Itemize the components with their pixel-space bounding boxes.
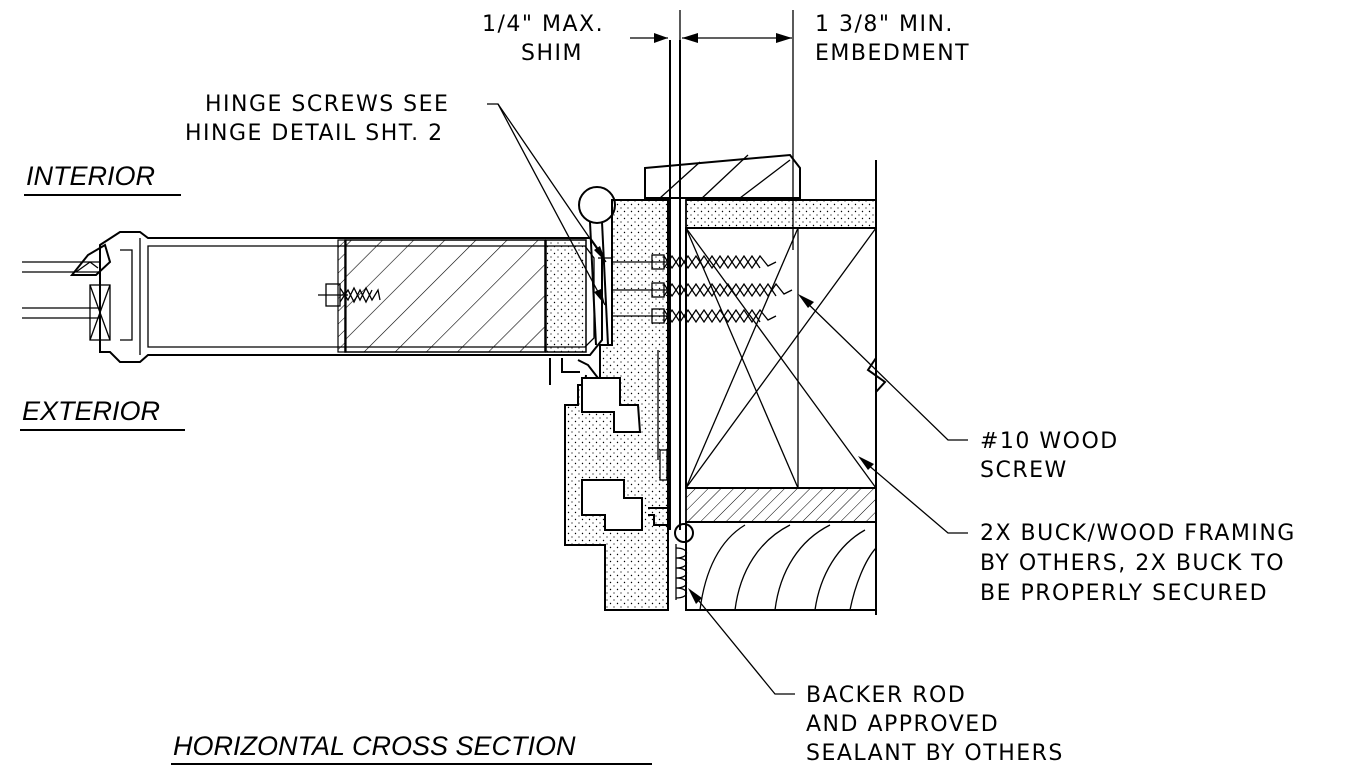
wood-buck [685, 160, 887, 615]
screw-label-line2: SCREW [980, 458, 1068, 483]
sash-profile [22, 231, 603, 404]
leader-lines [487, 103, 968, 695]
interior-trim [644, 153, 877, 229]
buck-label-line1: 2X BUCK/WOOD FRAMING [980, 521, 1296, 546]
backer-label-line3: SEALANT BY OTHERS [806, 741, 1064, 766]
buck-label-line3: BE PROPERLY SECURED [980, 581, 1268, 606]
drawing-title: HORIZONTAL CROSS SECTION [173, 731, 576, 761]
exterior-label: EXTERIOR [22, 396, 160, 426]
dimension-lines [630, 10, 794, 250]
hinge-label-line2: HINGE DETAIL SHT. 2 [185, 121, 444, 146]
screw-label-line1: #10 WOOD [980, 429, 1119, 454]
buck-label-line2: BY OTHERS, 2X BUCK TO [980, 551, 1285, 576]
hinge-label-line1: HINGE SCREWS SEE [205, 92, 449, 117]
backer-label-line2: AND APPROVED [806, 712, 999, 737]
shim-label-line1: 1/4" MAX. [482, 12, 604, 37]
shim-label-line2: SHIM [521, 41, 583, 66]
core-screw [318, 283, 381, 307]
backer-label-line1: BACKER ROD [806, 683, 966, 708]
backer-rod-sealant [674, 523, 694, 600]
wood-screws [612, 254, 793, 324]
frame-profile [564, 40, 681, 611]
interior-label: INTERIOR [26, 161, 155, 191]
embedment-label-line2: EMBEDMENT [815, 41, 970, 66]
embedment-label-line1: 1 3/8" MIN. [815, 12, 954, 37]
